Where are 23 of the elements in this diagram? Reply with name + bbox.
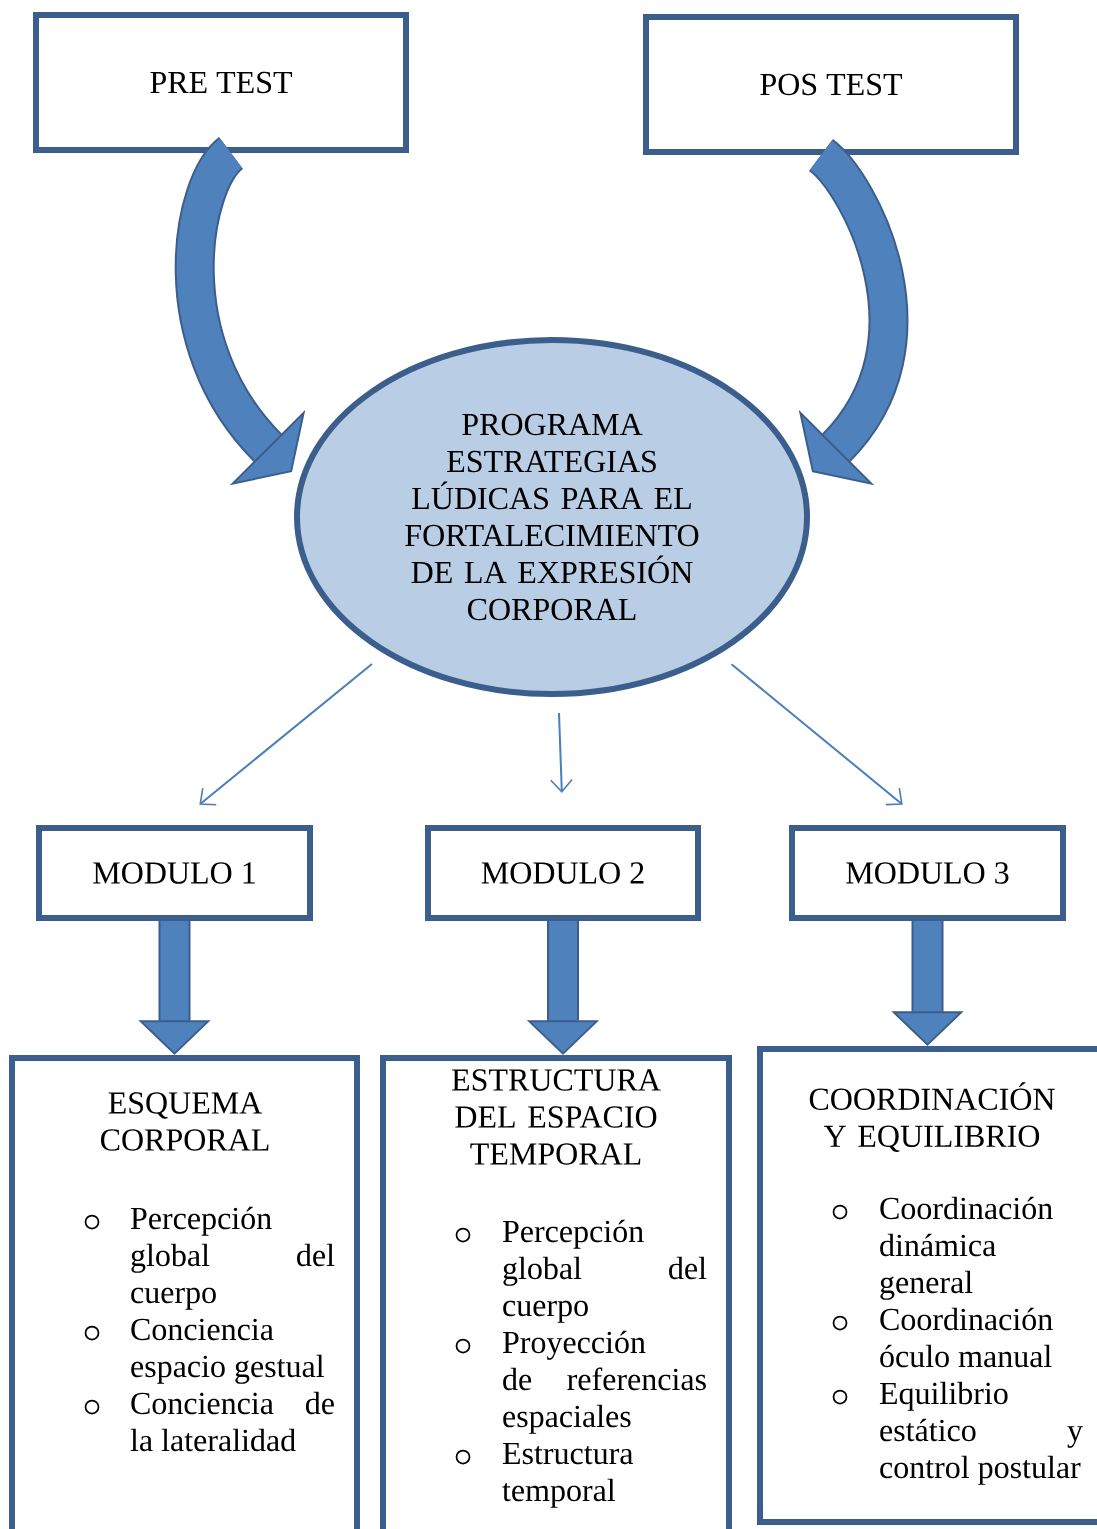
text-box: MODULO 2	[425, 825, 701, 921]
bullet-item: Coordinación dinámica general	[832, 1196, 1053, 1300]
bullet-item: Percepción global del cuerpo	[84, 1206, 335, 1310]
arrow	[549, 711, 573, 794]
box-heading: ESTRUCTURA DEL ESPACIO TEMPORAL	[452, 1069, 661, 1165]
bullet-item: Equilibrio estático y control postular	[832, 1381, 1083, 1485]
text-box: MODULO 1	[36, 825, 313, 921]
box-heading: ESQUEMA CORPORAL	[100, 1092, 269, 1151]
text-box: PRE TEST	[33, 12, 409, 153]
text-box: MODULO 3	[789, 825, 1066, 921]
bullet-item: Conciencia espacio gestual	[84, 1318, 324, 1384]
text-box	[757, 1046, 1097, 1525]
bullet-item: Percepción global del cuerpo	[455, 1219, 707, 1323]
bullet-item: Estructura temporal	[455, 1442, 634, 1508]
bullet-item: Coordinación óculo manual	[832, 1307, 1053, 1368]
box-heading: COORDINACIÓN Y EQUILIBRIO	[809, 1082, 1055, 1152]
text-box	[380, 1055, 732, 1529]
text-box: POS TEST	[643, 14, 1019, 155]
arrow	[199, 662, 373, 806]
text-box	[9, 1055, 360, 1529]
bullet-item: Proyección de referencias espaciales	[455, 1330, 706, 1434]
arrow	[730, 663, 903, 806]
bullet-item: Conciencia de la lateralidad	[84, 1391, 334, 1452]
